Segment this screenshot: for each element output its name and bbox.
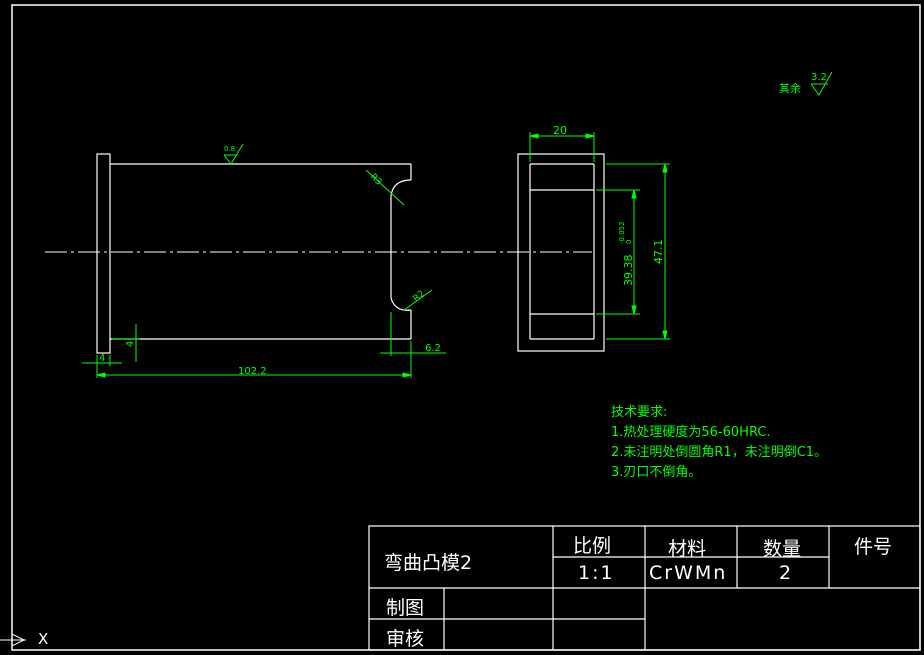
dim-end-width: 20 <box>553 124 567 137</box>
dim-length: 102.2 <box>238 366 267 377</box>
ucs-icon <box>0 633 26 647</box>
dim-end-inner-tol-upper: 0 <box>625 240 633 244</box>
scale-label: 比例 <box>573 535 612 557</box>
roughness-rest-label: 其余 <box>779 81 801 95</box>
end-view <box>517 153 605 352</box>
dim-end-inner: 39.38 <box>622 255 635 287</box>
scale-value: 1:1 <box>578 562 615 584</box>
end-view-outline <box>517 153 605 352</box>
part-name: 弯曲凸模2 <box>384 552 473 574</box>
side-view <box>96 153 412 354</box>
tech-requirement-item: 1.热处理硬度为56-60HRC. <box>611 425 771 440</box>
end-view-dimensions <box>529 132 670 340</box>
material-value: CrWMn <box>649 562 728 584</box>
dim-tip: 6.2 <box>425 343 441 354</box>
dim-flange-width: 4 <box>99 353 105 364</box>
tech-requirements-title: 技术要求: <box>611 405 668 420</box>
drawn-label: 制图 <box>386 597 425 619</box>
tech-requirement-item: 2.未注明处倒圆角R1，未注明倒C1。 <box>611 445 828 460</box>
side-view-dimensions <box>82 143 446 378</box>
roughness-rest-symbol <box>810 71 833 96</box>
part-no-label: 件号 <box>854 536 893 558</box>
roughness-rest-value: 3.2 <box>811 72 827 83</box>
checked-label: 审核 <box>386 628 425 650</box>
quantity-value: 2 <box>779 562 792 584</box>
dim-step-height: 4 <box>125 341 136 347</box>
roughness-top-value: 0.8 <box>224 145 235 153</box>
ucs-x-label: X <box>38 630 49 648</box>
dim-end-inner-tol-lower: -0.052 <box>618 221 626 244</box>
title-block-lines <box>368 525 921 651</box>
material-label: 材料 <box>668 538 707 560</box>
dim-end-outer: 47.1 <box>652 240 665 265</box>
quantity-label: 数量 <box>763 538 802 560</box>
flange <box>96 153 111 354</box>
radius-lower-label: R2 <box>412 289 428 304</box>
tech-requirement-item: 3.刃口不倒角。 <box>611 465 702 480</box>
tech-requirements: 技术要求: 1.热处理硬度为56-60HRC. 2.未注明处倒圆角R1，未注明倒… <box>611 403 827 483</box>
